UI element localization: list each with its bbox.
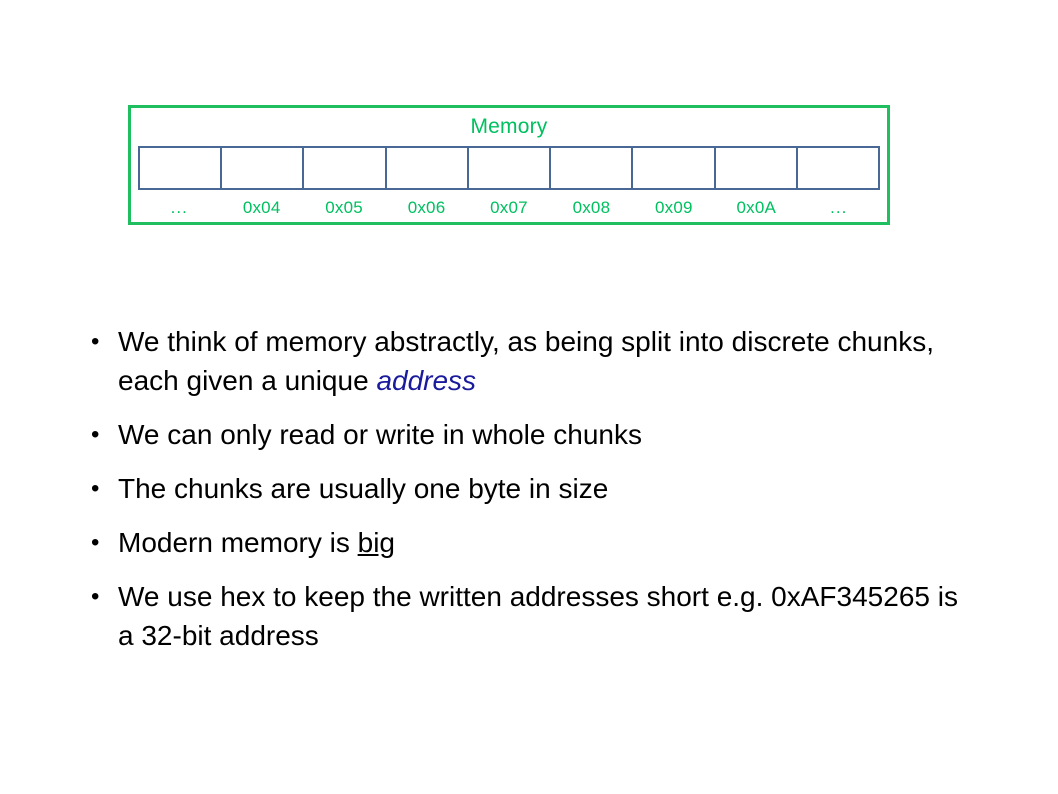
memory-cell <box>633 148 716 188</box>
bullet-text-run: Modern memory is <box>118 527 358 558</box>
bullet-text: The chunks are usually one byte in size <box>118 469 968 508</box>
bullet-text: Modern memory is big <box>118 523 968 562</box>
bullet-list: • We think of memory abstractly, as being… <box>88 322 968 670</box>
bullet-text-run: We think of memory abstractly, as being … <box>118 326 934 396</box>
bullet-marker-icon: • <box>91 475 100 502</box>
memory-diagram-title: Memory <box>470 115 548 138</box>
bullet-marker-icon: • <box>91 421 100 448</box>
bullet-text: We use hex to keep the written addresses… <box>118 577 968 655</box>
memory-address-label: ... <box>830 198 848 217</box>
memory-cell <box>797 148 880 188</box>
bullet-marker-icon: • <box>91 583 100 610</box>
memory-address-label: 0x07 <box>490 198 528 217</box>
memory-address-label: 0x04 <box>242 198 281 217</box>
bullet-item: • Modern memory is big <box>88 523 968 562</box>
emphasis-underlined-term: big <box>357 527 395 558</box>
memory-address-label: 0x08 <box>572 198 611 217</box>
emphasis-address-term: address <box>376 365 477 396</box>
memory-address-label: 0x06 <box>407 198 446 217</box>
memory-cell <box>386 148 469 188</box>
bullet-marker-icon: • <box>91 328 100 355</box>
bullet-text: We can only read or write in whole chunk… <box>118 415 968 454</box>
memory-cell <box>551 148 634 188</box>
memory-address-label: 0x09 <box>655 198 693 217</box>
bullet-item: • We think of memory abstractly, as being… <box>88 322 968 400</box>
memory-cell <box>715 148 798 188</box>
memory-cell <box>140 148 223 188</box>
memory-address-label: ... <box>170 198 188 217</box>
bullet-text-run: The chunks are usually one byte in size <box>118 473 609 504</box>
memory-cell <box>222 148 305 188</box>
bullet-text-run: We can only read or write in whole chunk… <box>118 419 642 450</box>
bullet-marker-icon: • <box>91 529 100 556</box>
bullet-item: • The chunks are usually one byte in size <box>88 469 968 508</box>
bullet-item: • We use hex to keep the written addresse… <box>88 577 968 655</box>
memory-cell-row <box>138 146 880 190</box>
memory-address-row: ... 0x04 0x05 0x06 0x07 0x08 0x09 0x0A... <box>138 198 880 218</box>
memory-cell <box>304 148 387 188</box>
bullet-text-run: We use hex to keep the written addresses… <box>118 581 958 651</box>
memory-address-label: 0x0A <box>736 198 777 217</box>
memory-diagram: Memory ... 0x04 0x05 0x06 0x07 0x08 0x09 0x0A..… <box>128 105 890 225</box>
memory-address-label: 0x05 <box>325 198 363 217</box>
bullet-item: • We can only read or write in whole chun… <box>88 415 968 454</box>
memory-cell <box>468 148 552 188</box>
bullet-text: We think of memory abstractly, as being … <box>118 322 968 400</box>
